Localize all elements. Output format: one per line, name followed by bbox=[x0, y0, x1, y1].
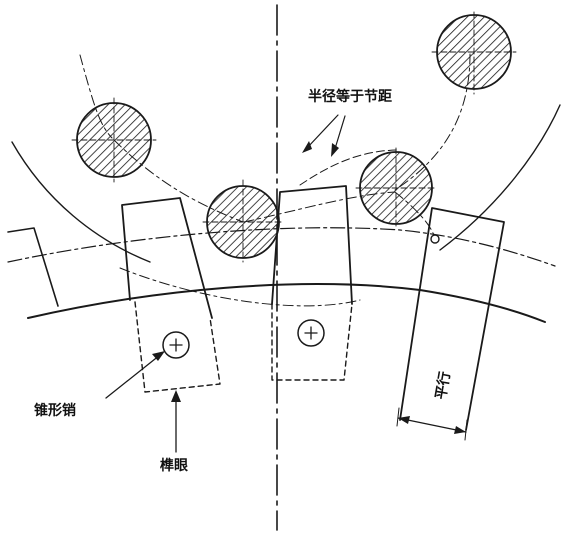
parallel-arrow-right bbox=[454, 426, 466, 434]
label-parallel: 平行 bbox=[432, 370, 454, 401]
left-tooth bbox=[121, 197, 213, 319]
rolling-circle-4 bbox=[431, 11, 517, 95]
taper-pin-center bbox=[297, 319, 325, 347]
parallel-ext-right bbox=[464, 419, 468, 441]
mortise-arrow bbox=[171, 390, 181, 402]
taper-pin-arrow bbox=[152, 351, 165, 361]
radius-leader-a bbox=[306, 114, 339, 149]
label-radius-equals-pitch: 半径等于节距 bbox=[308, 88, 392, 105]
label-mortise: 榫眼 bbox=[160, 457, 188, 474]
inner-arc bbox=[119, 267, 361, 307]
radius-arrow-a bbox=[302, 141, 312, 153]
rolling-circle-1 bbox=[71, 97, 157, 183]
root-circle-arc bbox=[27, 283, 546, 323]
parallel-dimension-line bbox=[397, 417, 467, 433]
label-taper-pin: 锥形销 bbox=[34, 402, 76, 419]
center-tooth-mortise bbox=[271, 303, 353, 381]
taper-pin-left bbox=[162, 331, 190, 359]
contact-point bbox=[430, 234, 440, 244]
pitch-circle bbox=[7, 227, 556, 267]
parallel-ext-left bbox=[396, 407, 400, 427]
construction-arc-mid bbox=[299, 149, 401, 186]
center-tooth bbox=[271, 185, 353, 305]
outer-arc-left bbox=[11, 141, 151, 263]
outer-arc-right bbox=[439, 104, 561, 251]
left-partial-tooth bbox=[7, 227, 59, 307]
parallel-arrow-left bbox=[398, 416, 410, 424]
taper-pin-leader bbox=[105, 354, 161, 399]
right-tooth bbox=[399, 207, 505, 431]
radius-arrow-b bbox=[331, 143, 339, 157]
rolling-circle-2 bbox=[202, 179, 284, 263]
rolling-circle-3 bbox=[355, 147, 437, 229]
left-tooth-mortise bbox=[134, 301, 221, 393]
